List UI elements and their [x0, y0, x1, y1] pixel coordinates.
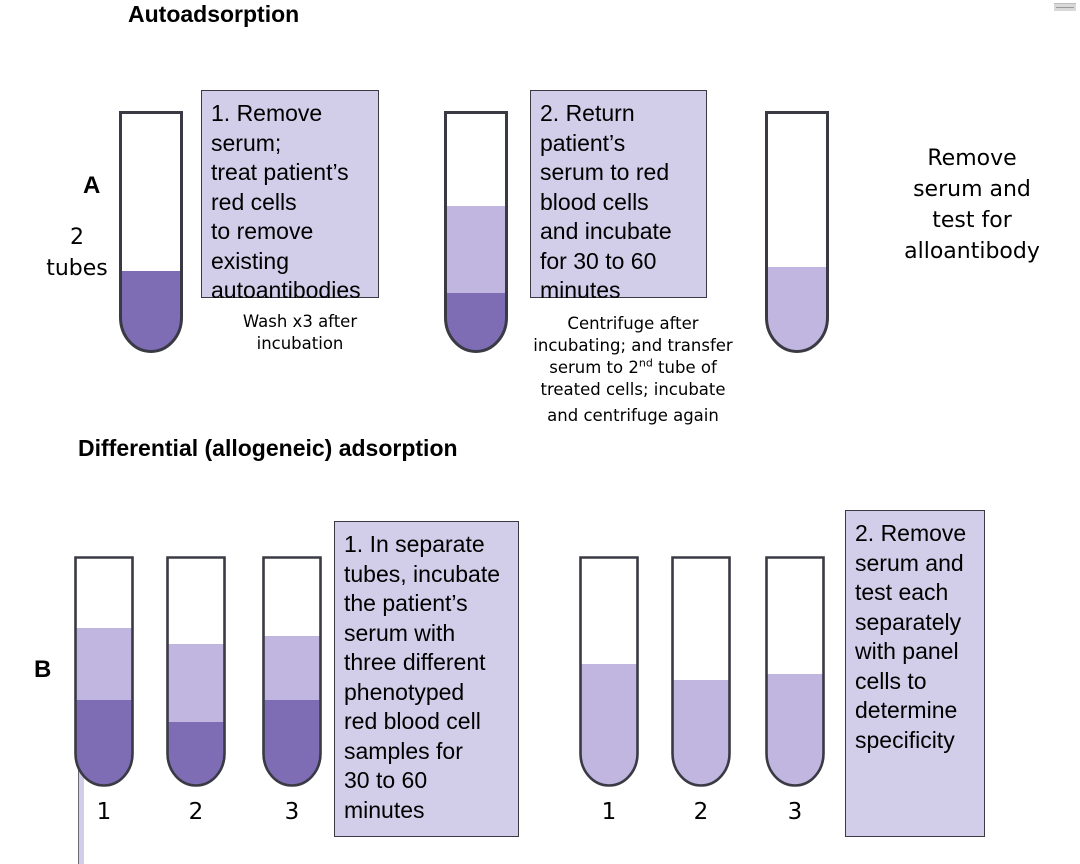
corner-artifact [1054, 3, 1076, 11]
panel-a-title: Autoadsorption [128, 1, 300, 27]
caption-line-3: serum to 2nd tube of [549, 356, 717, 378]
panel-b-label: B [34, 656, 52, 683]
tube-b-right-1 [579, 556, 639, 788]
caption-line-1: Centrifuge after [567, 314, 699, 333]
tube-b-left-3-number: 3 [284, 799, 300, 825]
tube-a-1 [119, 111, 183, 354]
panel-a-side-note: 2 tubes [46, 225, 108, 281]
tube-a-2 [444, 111, 508, 354]
tube-b-right-2-number: 2 [693, 799, 709, 825]
tube-b-left-2-number: 2 [188, 799, 204, 825]
caption-line-2: incubating; and transfer [533, 336, 733, 355]
panel-b-step-2-box: 2. Remove serum and test each separately… [845, 510, 985, 837]
caption-line-5: and centrifuge again [547, 406, 719, 425]
tube-b-right-2 [671, 556, 731, 788]
tube-b-right-3 [765, 556, 825, 788]
panel-a-caption-centrifuge: Centrifuge after incubating; and transfe… [508, 313, 758, 427]
tube-a-3 [765, 111, 829, 354]
tube-b-left-2 [166, 556, 226, 788]
panel-b-title: Differential (allogeneic) adsorption [78, 435, 458, 461]
panel-a-step-1-box: 1. Remove serum; treat patient’s red cel… [201, 90, 379, 303]
panel-b-step-1-box: 1. In separate tubes, incubate the patie… [334, 521, 519, 837]
tube-b-left-1 [74, 556, 134, 788]
caption-line-4: treated cells; incubate [540, 380, 726, 399]
panel-a-label: A [83, 172, 101, 199]
panel-a-step-2-box: 2. Return patient’s serum to red blood c… [530, 90, 707, 303]
tube-b-left-3 [262, 556, 322, 788]
tube-b-left-1-number: 1 [96, 799, 112, 825]
tube-b-right-1-number: 1 [601, 799, 617, 825]
panel-a-caption-wash: Wash x3 after incubation [242, 312, 358, 353]
panel-a-result-text: Remove serum and test for alloantibody [904, 146, 1040, 264]
tube-b-right-3-number: 3 [787, 799, 803, 825]
